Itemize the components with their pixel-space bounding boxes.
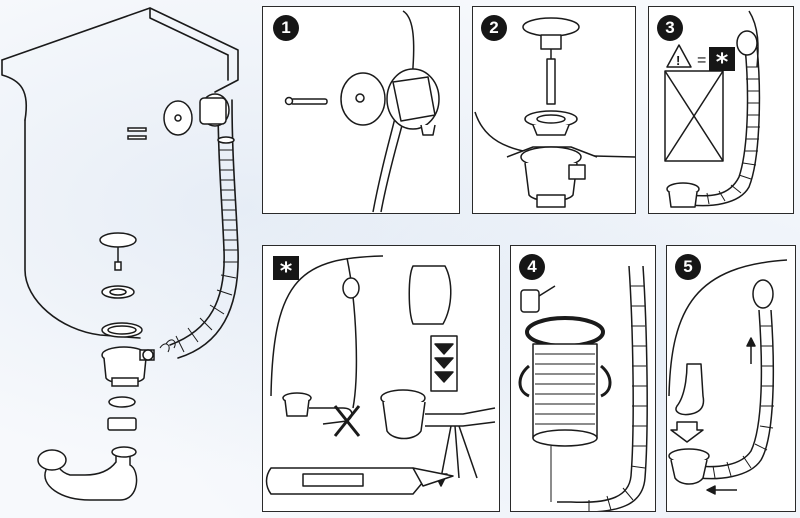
step-3-star-badge: * bbox=[709, 47, 735, 76]
step-2-badge: 2 bbox=[481, 15, 507, 41]
step-5-panel: 5 bbox=[666, 245, 796, 512]
step-1-panel: 1 bbox=[262, 6, 460, 214]
hose-trimming-illustration bbox=[265, 255, 496, 495]
step-2-panel: 2 bbox=[472, 6, 636, 214]
warning-mark: ! bbox=[676, 53, 680, 68]
step-3-badge: 3 bbox=[657, 15, 683, 41]
step-1-badge: 1 bbox=[273, 15, 299, 41]
step-3-panel: 3 bbox=[648, 6, 794, 214]
step-4-panel: 4 bbox=[510, 245, 656, 512]
step-4-badge: 4 bbox=[519, 254, 545, 280]
exploded-assembly-overview bbox=[1, 7, 239, 501]
hose-trimming-panel: * bbox=[262, 245, 500, 512]
hose-seal-illustration bbox=[518, 265, 648, 511]
step-5-badge: 5 bbox=[675, 254, 701, 280]
overflow-cover-illustration bbox=[284, 10, 440, 213]
operation-test-illustration bbox=[668, 259, 788, 495]
hose-length-check-illustration: ! = bbox=[664, 10, 761, 208]
plug-and-strainer-illustration bbox=[474, 17, 635, 208]
equals-sign: = bbox=[697, 52, 706, 69]
hose-trimming-star-badge: * bbox=[273, 256, 299, 285]
